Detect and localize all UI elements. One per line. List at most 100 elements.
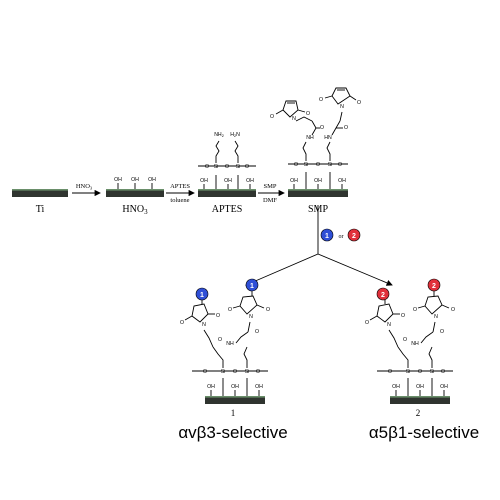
svg-text:O: O — [266, 307, 270, 313]
svg-text:2: 2 — [432, 283, 436, 290]
svg-text:O: O — [218, 337, 222, 343]
svg-text:NH: NH — [411, 341, 419, 347]
stage-ti: Ti — [12, 189, 68, 215]
product-one-selectivity: αvβ3-selective — [178, 423, 287, 442]
smp-maleimide-left: N O O — [270, 100, 310, 122]
svg-text:OH: OH — [290, 178, 298, 184]
svg-text:O: O — [440, 329, 444, 335]
svg-text:OH: OH — [255, 384, 263, 390]
product-one: OH OH OH Si Si O O O NH O O N — [178, 278, 288, 442]
smp-linker-chains: NH HN O O — [295, 111, 348, 161]
svg-text:OH: OH — [416, 384, 424, 390]
smp-siloxane: Si Si O O O — [288, 162, 348, 168]
svg-text:O: O — [294, 162, 298, 168]
svg-text:NH2: NH2 — [214, 132, 224, 138]
svg-text:O: O — [228, 307, 232, 313]
svg-text:HN: HN — [324, 135, 332, 141]
svg-text:O: O — [316, 162, 320, 168]
product-two: OH OH OH Si Si O O O NH O O N — [365, 278, 479, 442]
svg-text:N: N — [202, 322, 206, 328]
svg-text:O: O — [180, 320, 184, 326]
product-two-ligand-right — [427, 278, 441, 292]
step2-reagent-top: APTES — [170, 183, 190, 190]
svg-text:OH: OH — [224, 178, 232, 184]
svg-text:O: O — [320, 125, 324, 131]
svg-text:Si: Si — [221, 369, 226, 375]
stage-aptes: OH OH OH Si Si O O O NH2 H2N APTES — [198, 132, 256, 215]
svg-text:OH: OH — [440, 384, 448, 390]
svg-text:NH: NH — [306, 135, 314, 141]
svg-text:1: 1 — [200, 292, 204, 299]
svg-text:OH: OH — [392, 384, 400, 390]
svg-text:OH: OH — [200, 178, 208, 184]
ti-plate-surface — [12, 189, 68, 191]
svg-text:OH: OH — [114, 177, 122, 183]
branch-arrows — [245, 205, 393, 286]
svg-text:Si: Si — [236, 164, 241, 170]
svg-text:Si: Si — [245, 369, 250, 375]
svg-text:OH: OH — [148, 177, 156, 183]
svg-text:Si: Si — [328, 162, 333, 168]
stage-hno3: OH OH OH HNO3 — [106, 177, 164, 216]
svg-text:O: O — [413, 307, 417, 313]
svg-text:Si: Si — [406, 369, 411, 375]
product-two-number: 2 — [416, 408, 421, 418]
svg-text:O: O — [256, 369, 260, 375]
svg-text:O: O — [245, 164, 249, 170]
svg-text:Si: Si — [430, 369, 435, 375]
svg-text:N: N — [292, 116, 296, 122]
svg-text:O: O — [357, 100, 361, 106]
svg-text:N: N — [340, 104, 344, 110]
svg-text:Si: Si — [304, 162, 309, 168]
aptes-hydroxyls: OH OH OH — [200, 175, 254, 189]
svg-text:O: O — [365, 320, 369, 326]
hno3-hydroxyls: OH OH OH — [114, 177, 156, 189]
svg-text:Si: Si — [214, 164, 219, 170]
ligand-two-ball — [347, 228, 361, 242]
hno3-label: HNO3 — [122, 204, 148, 216]
stage-smp: OH OH OH Si Si O O O NH HN O O — [270, 87, 361, 215]
aptes-propylamine-chains: NH2 H2N — [214, 132, 240, 163]
svg-text:O: O — [338, 162, 342, 168]
product-one-plate — [205, 397, 265, 404]
svg-text:OH: OH — [131, 177, 139, 183]
svg-text:O: O — [233, 369, 237, 375]
svg-text:OH: OH — [207, 384, 215, 390]
ti-plate — [12, 190, 68, 197]
svg-text:OH: OH — [246, 178, 254, 184]
svg-text:O: O — [441, 369, 445, 375]
svg-text:O: O — [270, 114, 274, 120]
step3-reagent-bottom: DMF — [263, 197, 277, 204]
svg-text:O: O — [319, 97, 323, 103]
ligand-choice: 1 or 2 — [320, 228, 361, 242]
svg-text:O: O — [216, 313, 220, 319]
svg-text:O: O — [306, 111, 310, 117]
hno3-plate — [106, 190, 164, 197]
svg-text:O: O — [205, 164, 209, 170]
svg-text:O: O — [344, 125, 348, 131]
svg-text:N: N — [387, 322, 391, 328]
product-one-ligand-left — [195, 287, 209, 301]
svg-text:O: O — [388, 369, 392, 375]
svg-text:O: O — [418, 369, 422, 375]
svg-text:O: O — [403, 337, 407, 343]
step3-reagent-top: SMP — [263, 183, 276, 190]
aptes-plate — [198, 190, 256, 197]
svg-text:1: 1 — [250, 283, 254, 290]
svg-text:O: O — [225, 164, 229, 170]
product-one-ligand-right — [245, 278, 259, 292]
ligand-one-ball — [320, 228, 334, 242]
ti-label: Ti — [36, 204, 45, 215]
svg-text:NH: NH — [226, 341, 234, 347]
product-two-ligand-left — [376, 287, 390, 301]
svg-text:O: O — [451, 307, 455, 313]
svg-text:O: O — [255, 329, 259, 335]
ligand-one-number: 1 — [325, 233, 329, 240]
smp-hydroxyls: OH OH OH — [290, 172, 346, 189]
svg-text:OH: OH — [338, 178, 346, 184]
step2-reagent-bottom: toluene — [170, 197, 189, 204]
smp-plate — [288, 190, 348, 197]
product-two-plate — [390, 397, 450, 404]
step1-reagent: HNO3 — [76, 183, 93, 191]
